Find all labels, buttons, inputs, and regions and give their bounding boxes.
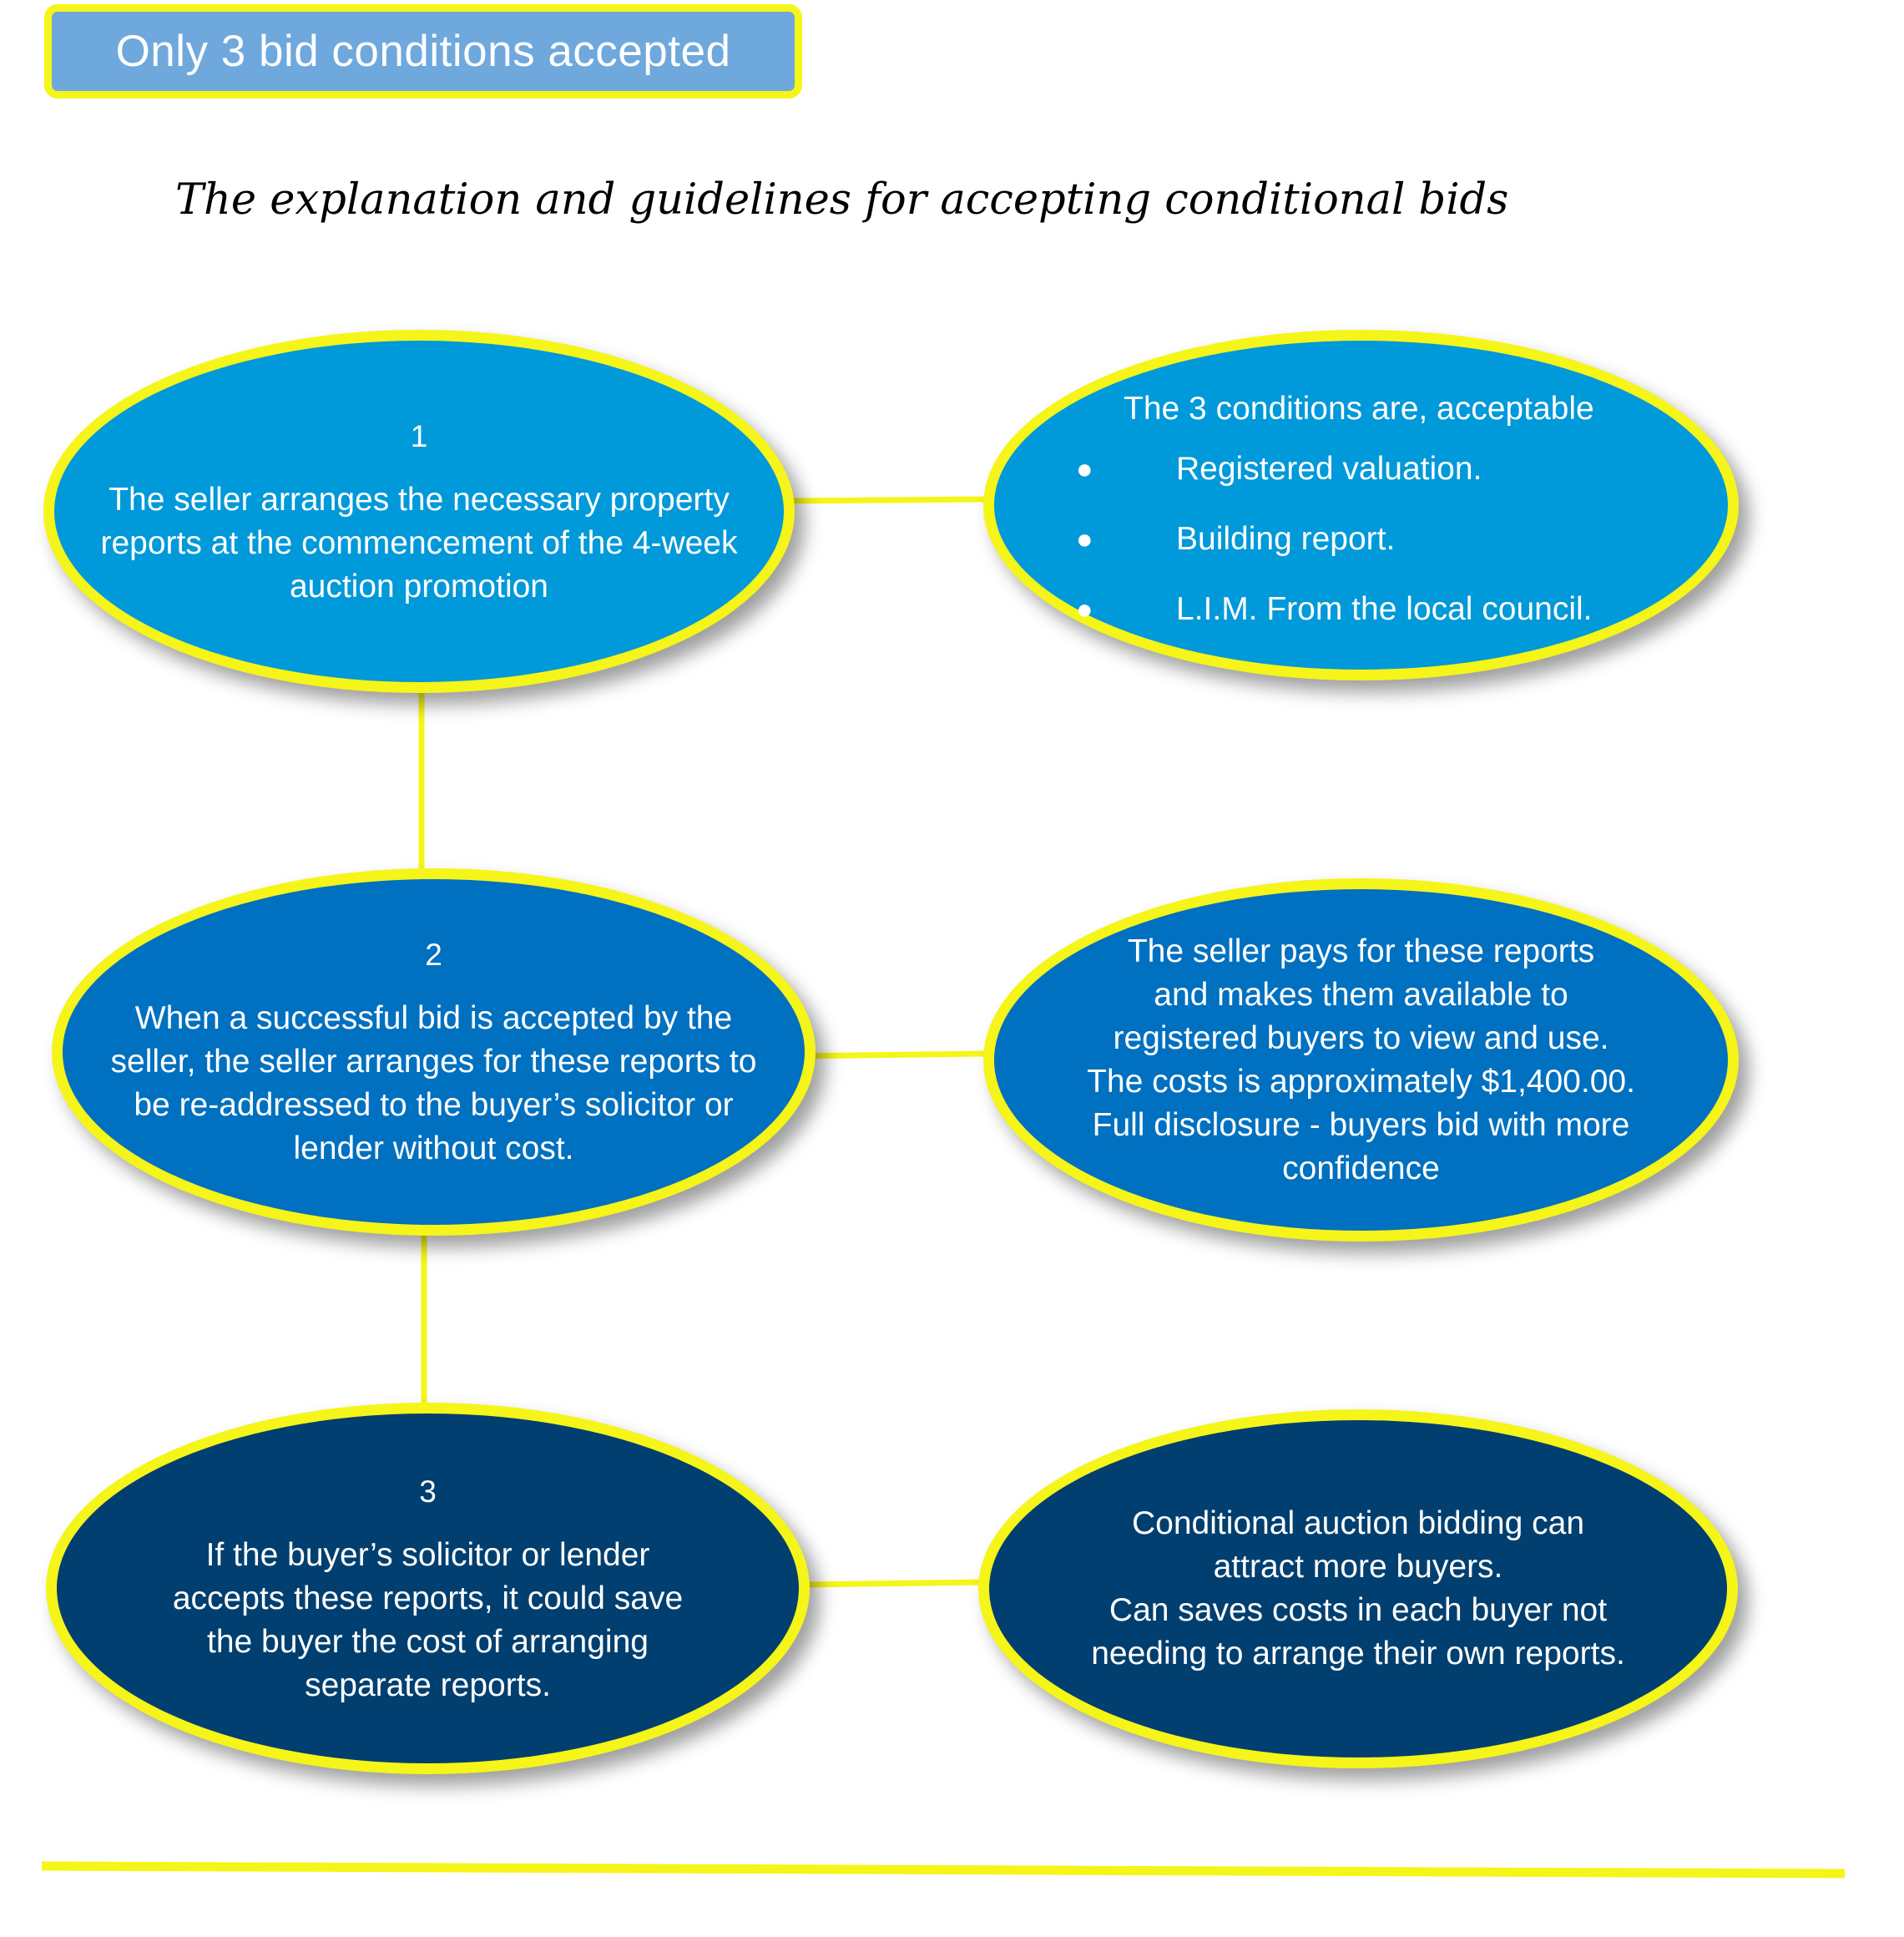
step-2-number: 2 [425, 938, 442, 972]
step-1-number: 1 [410, 418, 428, 453]
bullet-icon: ● [1076, 453, 1093, 485]
title-box-label: Only 3 bid conditions accepted [115, 27, 731, 76]
bottom-divider [41, 1861, 1846, 1879]
connector-step1-to-conditions [780, 496, 986, 504]
step-2-text: When a successful bid is accepted by the… [110, 1000, 757, 1166]
seller-pays-note-ellipse: The seller pays for these reports and ma… [983, 878, 1739, 1242]
connector-step2-to-note1 [796, 1050, 986, 1060]
condition-label: Building report. [1176, 521, 1396, 557]
step-1-text: The seller arranges the necessary proper… [100, 481, 738, 604]
condition-label: Registered valuation. [1176, 451, 1482, 487]
conditional-bidding-note-ellipse: Conditional auction bidding can attract … [978, 1409, 1738, 1768]
step-1-ellipse: 1 The seller arranges the necessary prop… [43, 330, 795, 693]
step-2-ellipse: 2 When a successful bid is accepted by t… [52, 868, 816, 1236]
step-3-text: If the buyer’s solicitor or lender accep… [172, 1536, 684, 1703]
seller-pays-note-text: The seller pays for these reports and ma… [1087, 933, 1635, 1186]
bullet-icon: ● [1076, 594, 1093, 625]
conditions-ellipse: The 3 conditions are, acceptable ● Regis… [983, 330, 1739, 680]
step-3-ellipse: 3 If the buyer’s solicitor or lender acc… [46, 1403, 810, 1774]
connector-step3-to-note2 [805, 1579, 986, 1588]
title-box: Only 3 bid conditions accepted [44, 4, 802, 99]
condition-label: L.I.M. From the local council. [1176, 591, 1593, 627]
step-3-number: 3 [419, 1474, 437, 1509]
bullet-icon: ● [1076, 523, 1093, 555]
conditions-heading: The 3 conditions are, acceptable [1124, 391, 1594, 427]
conditional-bidding-note-text: Conditional auction bidding can attract … [1091, 1505, 1625, 1671]
diagram-subtitle: The explanation and guidelines for accep… [175, 175, 1509, 225]
